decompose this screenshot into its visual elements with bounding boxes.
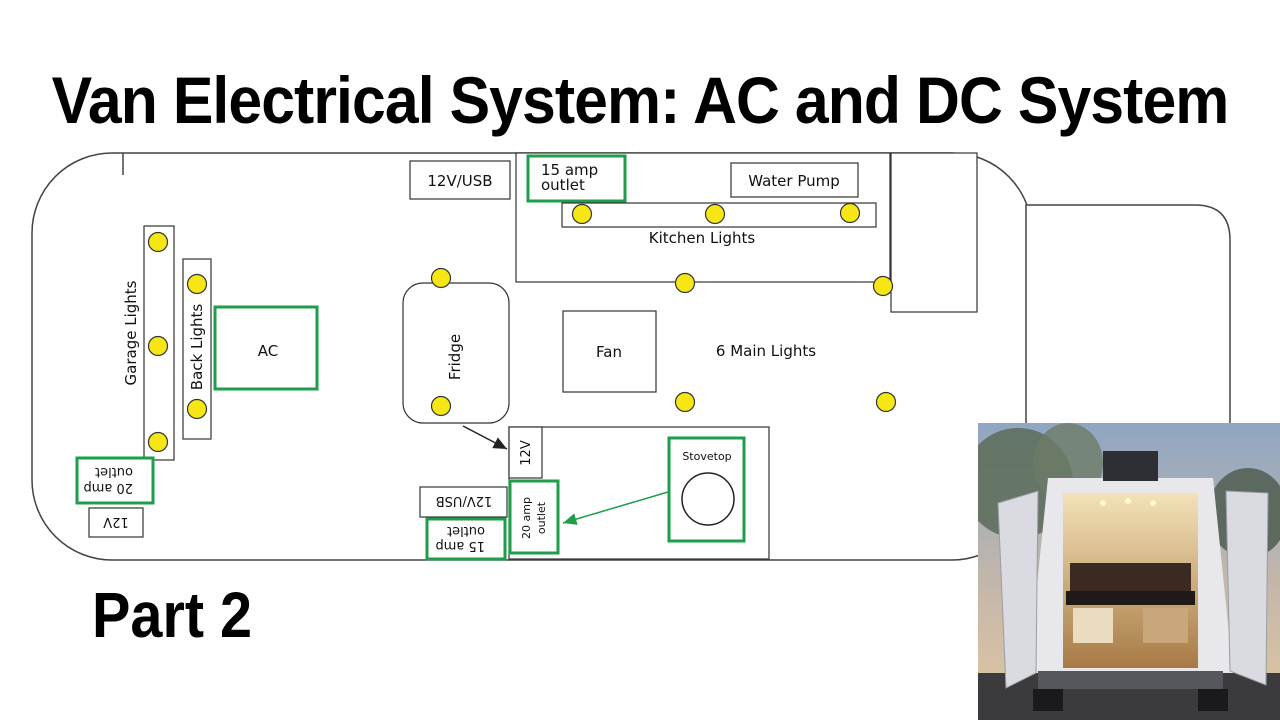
garage-light [147,231,169,253]
outlet-20amp-kitchen-line2: outlet [535,501,548,534]
main-light [875,391,897,413]
outlet-15amp-bottom-line1: 15 amp [435,538,485,553]
water-pump-box [730,162,859,198]
main-light [674,391,696,413]
stovetop-burner [681,472,735,526]
main-lights-label: 6 Main Lights [716,342,816,360]
main-light [430,267,452,289]
back-light [186,398,208,420]
page-title: Van Electrical System: AC and DC System [51,63,1230,137]
outlet-15amp-top-line2: outlet [541,176,585,194]
outlet-20amp-kitchen-line1: 20 amp [520,497,533,539]
outlet-15amp-top-line1: 15 amp [541,161,598,179]
usb-top-label: 12V/USB [427,172,492,190]
stovetop-to-outlet-arrow [562,491,669,525]
kitchen-light [839,202,861,224]
v12-left-box [88,507,144,538]
kitchen-lights-label: Kitchen Lights [649,229,756,247]
van-photo [978,423,1280,720]
fridge-to-12v-arrow [462,425,508,450]
garage-lights-label: Garage Lights [122,280,140,385]
back-light [186,273,208,295]
outlet-20amp-kitchen [508,479,560,555]
fridge-box [402,282,510,424]
main-light [430,395,452,417]
garage-light [147,431,169,453]
v12-kitchen-box [508,426,543,479]
v12-kitchen-label: 12V [519,440,534,466]
back-lights-label: Back Lights [188,304,206,391]
kitchen-side-cabinet [890,152,978,313]
main-light [674,272,696,294]
usb-top-box [409,160,511,200]
ac-box [213,305,319,391]
fan-label: Fan [596,343,622,361]
water-pump-label: Water Pump [748,172,840,190]
usb-bottom-label: 12V/USB [436,493,493,508]
fridge-label: Fridge [446,334,464,380]
kitchen-light [571,203,593,225]
garage-light [147,335,169,357]
part-label: Part 2 [92,579,253,651]
outlet-15amp-top [526,154,627,203]
outlet-15amp-bottom-line2: outlet [447,523,485,538]
fan-box [562,310,657,393]
usb-bottom-box [419,486,508,518]
outlet-20amp-left [75,456,155,505]
cab-outline [1025,204,1231,431]
kitchen-light [704,203,726,225]
outlet-20amp-left-line1: 20 amp [83,480,133,495]
outlet-20amp-left-line2: outlet [95,464,133,479]
ac-label: AC [258,342,278,360]
stovetop-label: Stovetop [682,450,731,463]
outlet-15amp-bottom [425,517,507,561]
main-light [872,275,894,297]
v12-left-label: 12V [103,514,129,529]
